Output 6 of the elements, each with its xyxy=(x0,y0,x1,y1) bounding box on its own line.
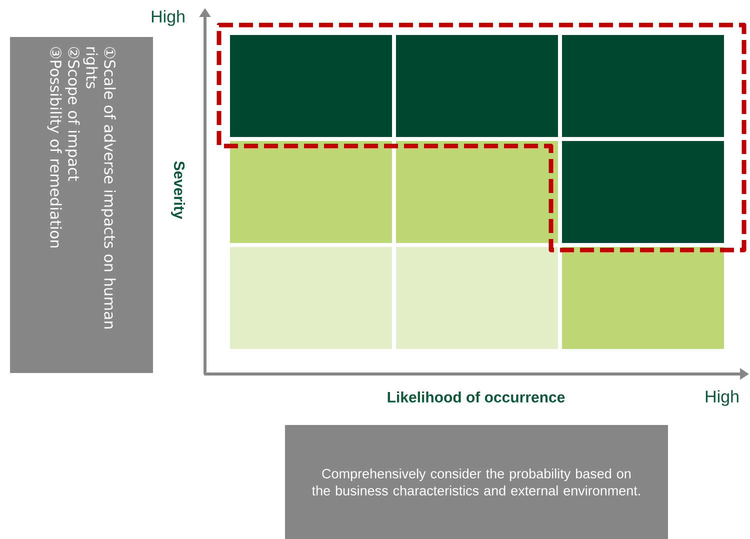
note-box: Comprehensively consider the probability based on the business characteristics and external environment. xyxy=(285,425,668,539)
text-panel: ①Scale of adverse impacts on human rights ②Scope of impact ③Possibility of remediation xyxy=(10,37,153,373)
axis-label: High xyxy=(152,10,184,26)
axis-title: Likelihood of occurrence xyxy=(388,392,565,402)
axis-label: High xyxy=(706,390,738,406)
axis-title: Severity xyxy=(171,161,185,220)
